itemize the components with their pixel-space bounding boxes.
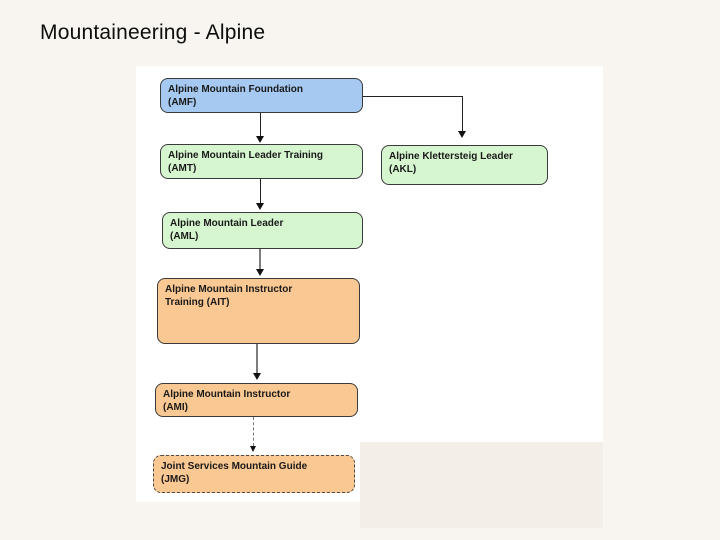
node-alpine-mountain-foundation: Alpine Mountain Foundation (AMF) (160, 78, 363, 113)
node-subtitle: (AML) (170, 231, 199, 242)
node-title: Alpine Mountain Foundation (168, 84, 303, 95)
node-title: Alpine Klettersteig Leader (389, 151, 513, 162)
node-subtitle: (AMI) (163, 402, 188, 413)
node-joint-services-mountain-guide: Joint Services Mountain Guide (JMG) (153, 455, 355, 493)
node-subtitle: (AKL) (389, 164, 417, 175)
slide-title: Mountaineering - Alpine (40, 21, 266, 44)
node-subtitle: (AMF) (168, 97, 197, 108)
node-subtitle: (JMG) (161, 474, 190, 485)
node-alpine-mountain-leader-training: Alpine Mountain Leader Training (AMT) (160, 144, 363, 179)
node-title: Alpine Mountain Leader (170, 218, 284, 229)
node-alpine-mountain-instructor-training: Alpine Mountain Instructor Training (AIT… (157, 278, 360, 344)
node-subtitle: Training (AIT) (165, 297, 230, 308)
node-subtitle: (AMT) (168, 163, 197, 174)
node-title: Alpine Mountain Instructor (163, 389, 291, 400)
node-title: Alpine Mountain Instructor (165, 284, 293, 295)
node-title: Alpine Mountain Leader Training (168, 150, 324, 161)
node-title: Joint Services Mountain Guide (161, 461, 308, 472)
node-alpine-mountain-leader: Alpine Mountain Leader (AML) (162, 212, 363, 249)
diagram-panel (136, 66, 603, 442)
background-cream-block (360, 442, 603, 528)
node-alpine-mountain-instructor: Alpine Mountain Instructor (AMI) (155, 383, 358, 417)
node-alpine-klettersteig-leader: Alpine Klettersteig Leader (AKL) (381, 145, 548, 185)
